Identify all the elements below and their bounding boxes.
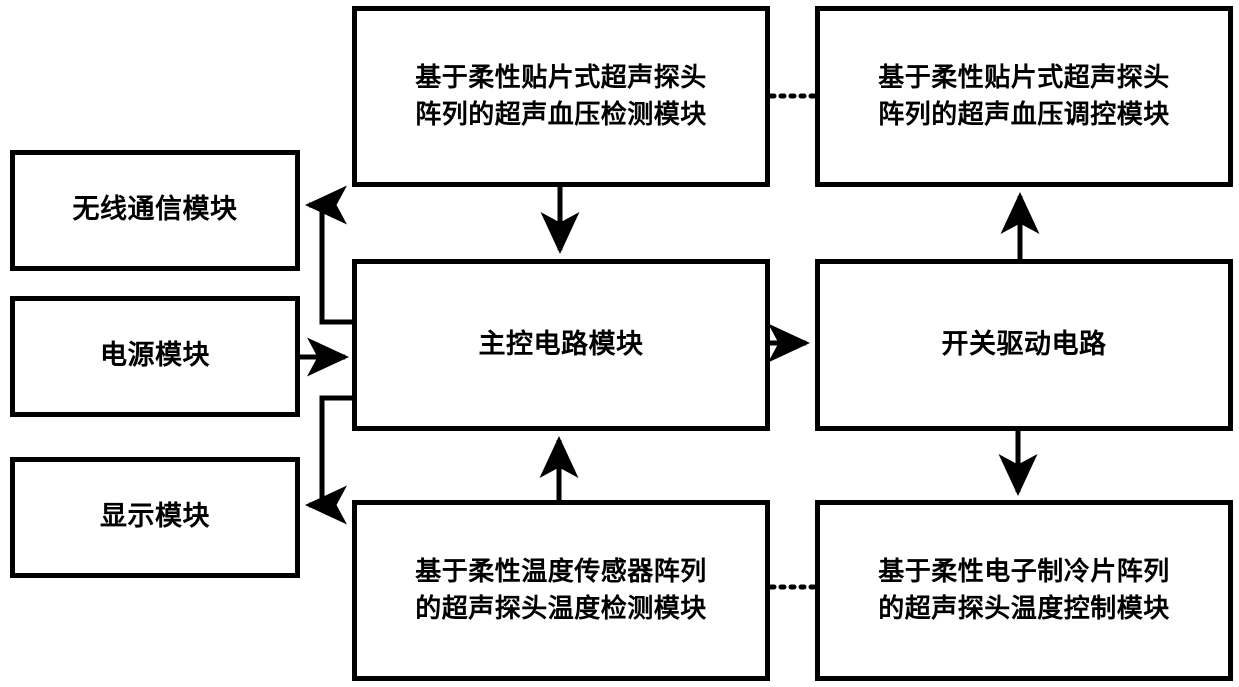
node-probe-temperature-control-module[interactable]: 基于柔性电子制冷片阵列 的超声探头温度控制模块 <box>815 500 1233 681</box>
node-switch-drive-circuit[interactable]: 开关驱动电路 <box>815 259 1233 431</box>
node-wireless-communication-module[interactable]: 无线通信模块 <box>10 150 300 271</box>
node-label-probe-temperature-control-module: 基于柔性电子制冷片阵列 的超声探头温度控制模块 <box>878 556 1170 624</box>
edge-main-control-to-display <box>304 395 352 525</box>
node-label-power-supply-module: 电源模块 <box>100 340 210 372</box>
edge-main-control-to-wireless <box>304 185 352 325</box>
node-label-probe-temperature-detection-module: 基于柔性温度传感器阵列 的超声探头温度检测模块 <box>415 556 707 624</box>
node-probe-temperature-detection-module[interactable]: 基于柔性温度传感器阵列 的超声探头温度检测模块 <box>352 500 770 681</box>
node-display-module[interactable]: 显示模块 <box>10 457 300 578</box>
node-label-ultrasonic-bp-regulation-module: 基于柔性贴片式超声探头 阵列的超声血压调控模块 <box>878 62 1170 130</box>
node-power-supply-module[interactable]: 电源模块 <box>10 296 300 417</box>
node-label-main-control-circuit-module: 主控电路模块 <box>478 328 644 360</box>
node-label-ultrasonic-bp-detection-module: 基于柔性贴片式超声探头 阵列的超声血压检测模块 <box>415 62 707 130</box>
node-label-display-module: 显示模块 <box>100 501 210 533</box>
node-main-control-circuit-module[interactable]: 主控电路模块 <box>352 259 770 431</box>
node-ultrasonic-bp-regulation-module[interactable]: 基于柔性贴片式超声探头 阵列的超声血压调控模块 <box>815 6 1233 187</box>
node-label-switch-drive-circuit: 开关驱动电路 <box>941 328 1107 360</box>
node-ultrasonic-bp-detection-module[interactable]: 基于柔性贴片式超声探头 阵列的超声血压检测模块 <box>352 6 770 187</box>
node-label-wireless-communication-module: 无线通信模块 <box>72 194 238 226</box>
